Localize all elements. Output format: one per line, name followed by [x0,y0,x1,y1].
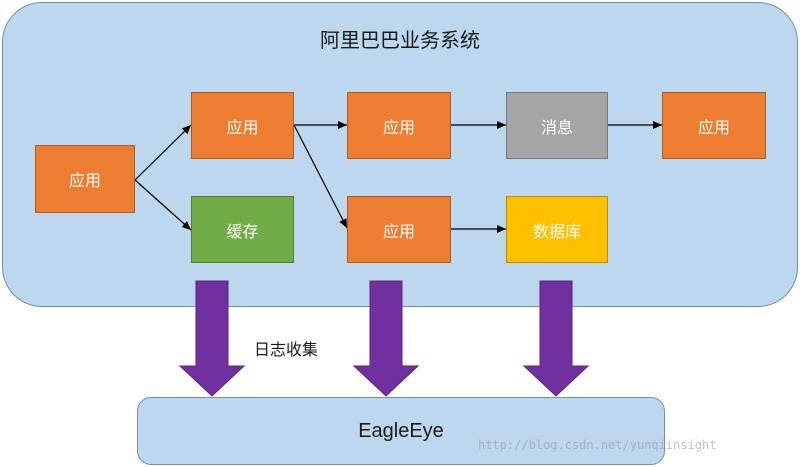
arrow-app-left-to-cache [134,179,192,231]
node-cache: 缓存 [191,196,294,263]
node-message: 消息 [506,92,608,159]
watermark: http://blog.csdn.net/yunqiinsight [478,438,717,452]
node-app-top4: 应用 [662,92,766,159]
node-app-top1: 应用 [191,92,294,159]
node-database: 数据库 [506,196,608,263]
node-app-left: 应用 [35,145,135,213]
node-app-top2: 应用 [347,92,451,159]
system-title: 阿里巴巴业务系统 [320,28,480,52]
node-app-bottom: 应用 [347,196,451,263]
collect-arrow-2 [352,280,420,397]
log-collection-label: 日志收集 [254,340,319,359]
arrow-app-left-to-app-top1 [134,124,192,181]
eagleeye-label: EagleEye [358,419,444,442]
collect-arrow-3 [522,280,590,397]
eagleeye-panel: EagleEye [137,397,665,465]
arrow-app-top1-to-app-bottom [293,124,348,229]
collect-arrow-1 [178,280,246,397]
